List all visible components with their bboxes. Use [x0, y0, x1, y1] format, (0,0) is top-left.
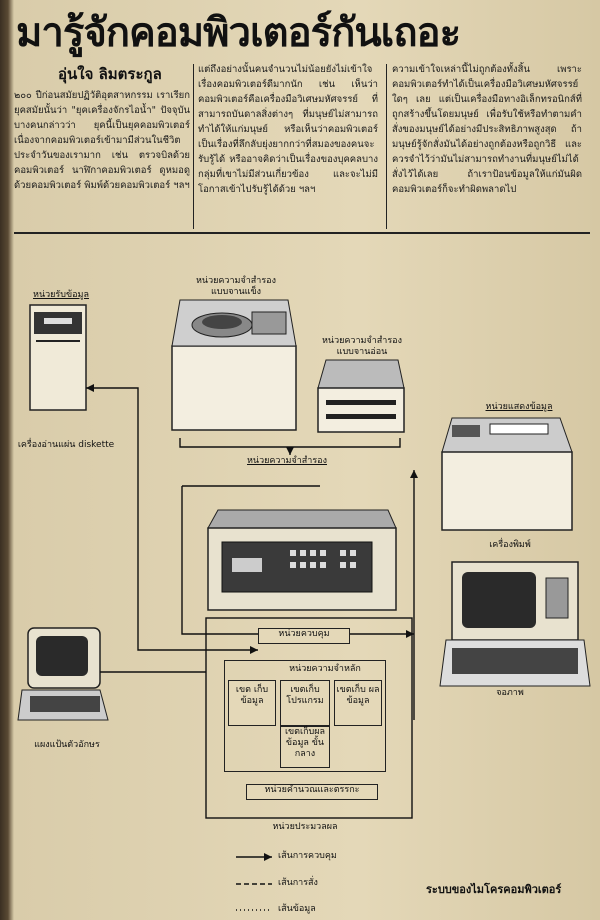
article-column-3: ความเข้าใจเหล่านี้ไม่ถูกต้องทั้งสิ้น เพร…: [392, 64, 582, 195]
author: อุ่นใจ ลิมตระกูล: [58, 65, 162, 83]
main-memory-label: หน่วยความจำหลัก: [289, 664, 361, 674]
diagram-divider: [14, 232, 590, 234]
alu-box: หน่วยคำนวณและตรรกะ: [246, 784, 378, 800]
terminal-illustration: [17, 627, 109, 721]
printer-illustration: [441, 417, 573, 531]
floppy-disk-label: หน่วยความจำสำรอง แบบจานอ่อน: [322, 336, 402, 357]
hard-disk-label: หน่วยความจำสำรอง แบบจานแข็ง: [196, 276, 276, 297]
monitor-label: จอภาพ: [496, 688, 524, 698]
headline: มารู้จักคอมพิวเตอร์กันเถอะ: [16, 10, 461, 56]
column-divider: [193, 64, 194, 229]
monitor-illustration: [439, 561, 591, 687]
control-unit-box: หน่วยควบคุม: [258, 628, 350, 644]
main-memory-box: [224, 660, 386, 772]
printer-label: เครื่องพิมพ์: [489, 540, 531, 550]
result-area-box: เขตเก็บ ผลข้อมูล: [334, 680, 382, 726]
diskette-reader-illustration: [29, 304, 87, 411]
data-area-box: เขต เก็บข้อมูล: [228, 680, 276, 726]
cpu-illustration: [207, 509, 397, 611]
hard-disk-illustration: [171, 299, 297, 431]
column-divider: [386, 64, 387, 229]
cpu-label: หน่วยประมวลผล: [272, 822, 338, 832]
floppy-disk-illustration: [317, 359, 405, 433]
diskette-reader-label: เครื่องอ่านแผ่น diskette: [17, 440, 115, 450]
legend-control-label: เส้นการควบคุม: [278, 851, 337, 861]
legend-data-label: เส้นข้อมูล: [278, 904, 316, 914]
program-area-box: เขตเก็บ โปรแกรม: [280, 680, 330, 726]
legend-command-label: เส้นการสั่ง: [278, 878, 318, 888]
output-unit-label: หน่วยแสดงข้อมูล: [485, 402, 553, 412]
figure-caption: ระบบของไมโครคอมพิวเตอร์: [426, 883, 562, 896]
article-column-1: ๒๐๐ ปีก่อนสมัยปฏิวัติอุตสาหกรรม เราเรียก…: [14, 90, 190, 191]
secondary-storage-label: หน่วยความจำสำรอง: [247, 456, 327, 466]
input-unit-label: หน่วยรับข้อมูล: [33, 290, 89, 300]
article-column-2: แต่ถึงอย่างนั้นคนจำนวนไม่น้อยยังไม่เข้าใ…: [198, 64, 378, 195]
intermediate-area-box: เขตเก็บผล ข้อมูล ขั้นกลาง: [280, 726, 330, 768]
keyboard-display-label: แผงแป้นตัวอักษร: [34, 740, 100, 750]
